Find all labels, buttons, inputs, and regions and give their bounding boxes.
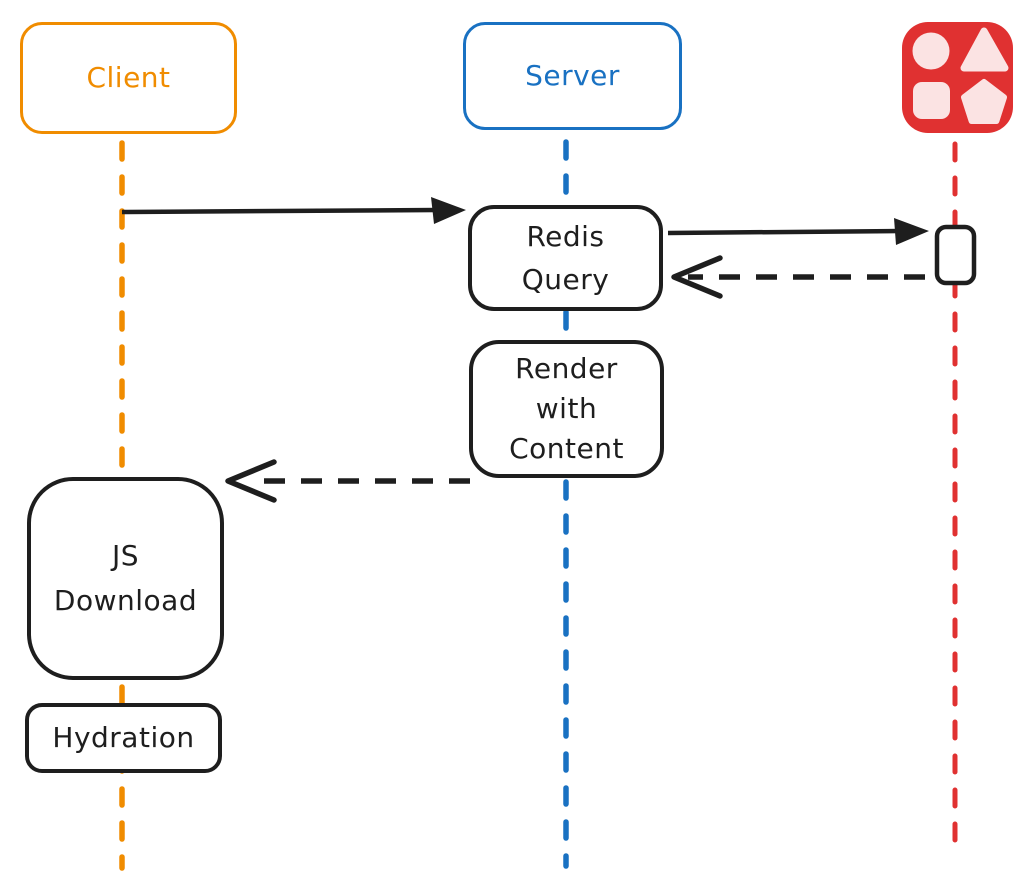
actor-datastore xyxy=(902,22,1013,133)
arrow-datastore-to-redis-query xyxy=(671,255,925,299)
node-render-with-content: Render with Content xyxy=(469,340,664,478)
shapes-icon xyxy=(902,22,1013,133)
arrow-redis-query-to-datastore xyxy=(667,218,929,245)
node-redis-query: Redis Query xyxy=(468,205,663,311)
arrow-client-to-redis-query xyxy=(121,197,466,224)
node-hydration: Hydration xyxy=(25,703,222,773)
actor-server: Server xyxy=(463,22,682,130)
arrow-render-to-js-download xyxy=(225,459,470,503)
datastore-activation-bar xyxy=(934,224,977,286)
node-js-download: JS Download xyxy=(27,477,224,680)
actor-client: Client xyxy=(20,22,237,134)
